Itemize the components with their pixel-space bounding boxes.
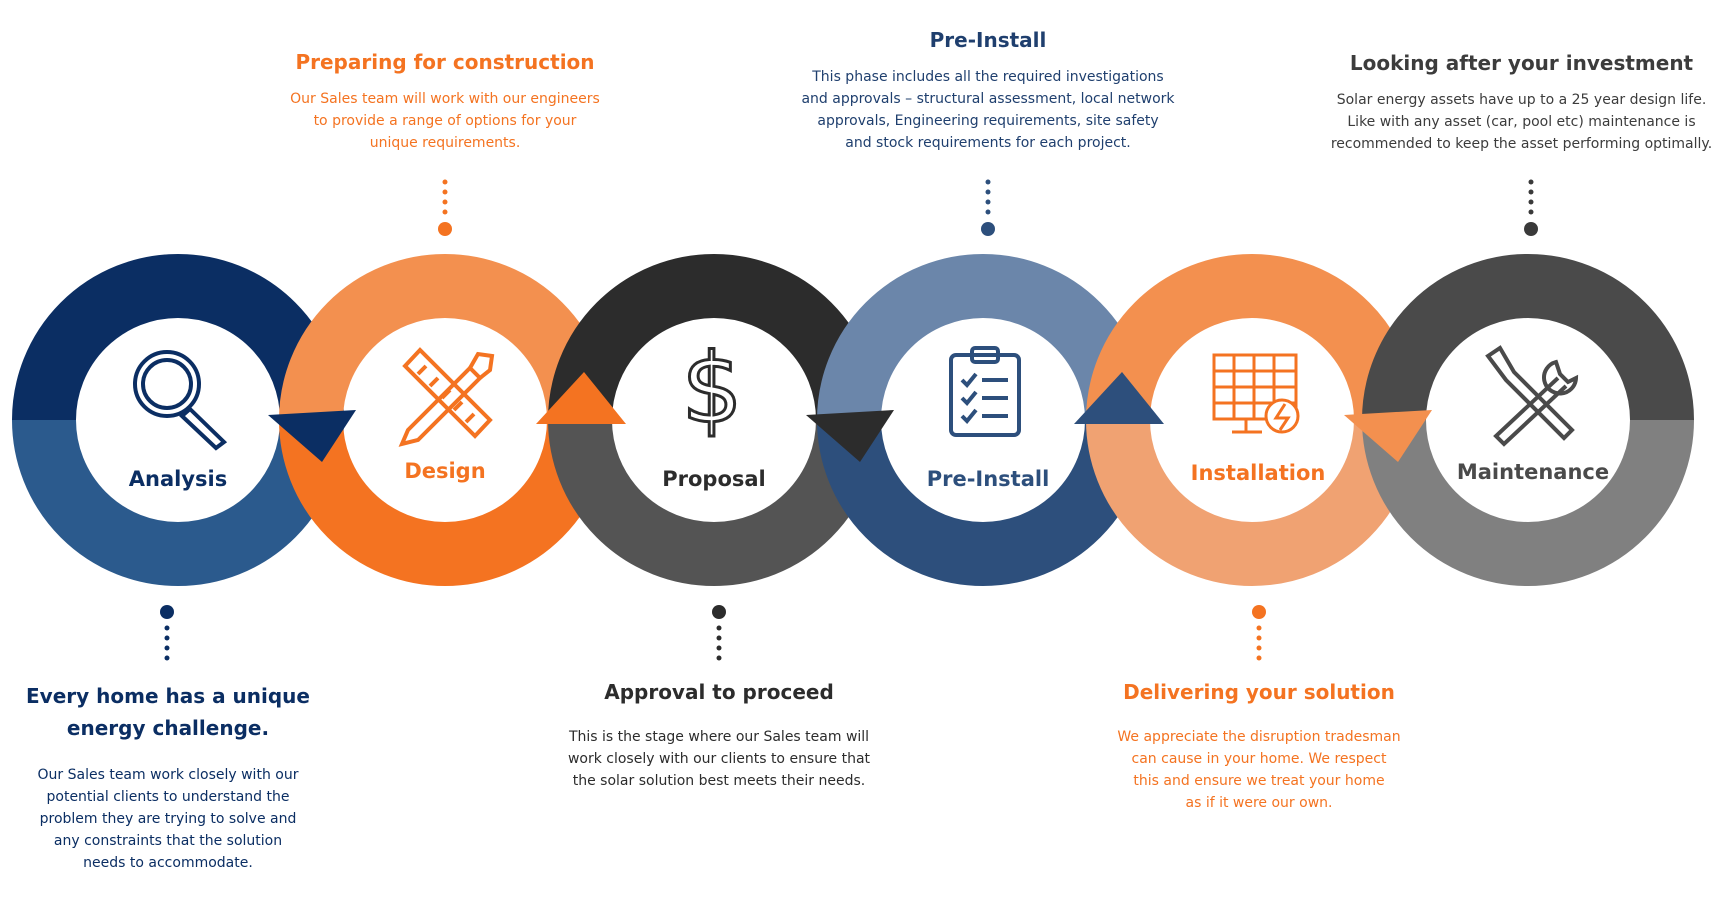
callout-line: can cause in your home. We respect [1131, 751, 1387, 767]
callout-line: recommended to keep the asset performing… [1330, 136, 1713, 152]
callout-line: this and ensure we treat your home [1133, 773, 1385, 789]
callout-installation: Delivering your solution We appreciate t… [1095, 680, 1423, 814]
callout-title-line: energy challenge. [66, 716, 270, 740]
ring-analysis [12, 254, 344, 586]
callout-line: as if it were our own. [1185, 795, 1333, 811]
callout-line: work closely with our clients to ensure … [567, 751, 871, 767]
callout-line: Like with any asset (car, pool etc) main… [1347, 114, 1696, 130]
callout-proposal-title: Approval to proceed [604, 680, 834, 704]
dollar-icon: $ [680, 332, 744, 447]
solar-panel-icon [1212, 353, 1300, 434]
ring-proposal [548, 254, 880, 586]
callout-preinstall-body: This phase includes all the required inv… [770, 66, 1206, 154]
stage-label-installation: Installation [1191, 461, 1326, 485]
callout-line: and approvals – structural assessment, l… [801, 91, 1175, 107]
callout-line: This is the stage where our Sales team w… [568, 729, 870, 745]
callout-analysis-body: Our Sales team work closely with our pot… [10, 764, 326, 874]
callout-analysis: Every home has a unique energy challenge… [10, 680, 326, 874]
clipboard-checklist-icon [949, 346, 1021, 437]
arrow-analysis-design [268, 410, 356, 462]
callout-maintenance-title: Looking after your investment [1349, 51, 1694, 75]
callout-design-body: Our Sales team will work with our engine… [255, 88, 635, 154]
callout-design-title: Preparing for construction [295, 50, 595, 74]
ruler-pencil-icon [398, 347, 495, 447]
callout-line: to provide a range of options for your [313, 113, 577, 129]
callout-line: Our Sales team will work with our engine… [290, 91, 600, 107]
callout-line: needs to accommodate. [83, 855, 253, 871]
stage-label-maintenance: Maintenance [1457, 460, 1609, 484]
stage-label-proposal: Proposal [662, 467, 766, 491]
callout-proposal: Approval to proceed This is the stage wh… [545, 680, 893, 792]
callout-preinstall: Pre-Install This phase includes all the … [770, 28, 1206, 154]
callout-analysis-title: Every home has a unique energy challenge… [10, 680, 326, 744]
callout-line: We appreciate the disruption tradesman [1117, 729, 1401, 745]
callout-line: approvals, Engineering requirements, sit… [817, 113, 1159, 129]
callout-installation-title: Delivering your solution [1123, 680, 1395, 704]
connector-installation [1252, 605, 1266, 661]
connector-design [438, 179, 452, 236]
callout-line: problem they are trying to solve and [39, 811, 297, 827]
ring-preinstall [817, 254, 1149, 586]
connector-maintenance [1524, 179, 1538, 236]
arrow-proposal-preinstall [806, 410, 894, 462]
connector-preinstall [981, 179, 995, 236]
callout-line: Solar energy assets have up to a 25 year… [1336, 92, 1707, 108]
ring-installation [1086, 254, 1418, 586]
callout-line: potential clients to understand the [46, 789, 290, 805]
callout-line: Our Sales team work closely with our [37, 767, 299, 783]
callout-title-line: Every home has a unique [26, 684, 310, 708]
callout-proposal-body: This is the stage where our Sales team w… [545, 726, 893, 792]
callout-maintenance-body: Solar energy assets have up to a 25 year… [1315, 89, 1728, 155]
callout-line: and stock requirements for each project. [845, 135, 1131, 151]
callout-line: unique requirements. [369, 135, 521, 151]
ring-design [279, 254, 611, 586]
magnifier-icon [133, 350, 228, 451]
callout-line: This phase includes all the required inv… [812, 69, 1164, 85]
stage-label-preinstall: Pre-Install [927, 467, 1050, 491]
stage-label-analysis: Analysis [129, 467, 227, 491]
callout-line: the solar solution best meets their need… [572, 773, 866, 789]
arrow-design-proposal [536, 372, 626, 424]
ring-maintenance [1362, 254, 1694, 586]
callout-preinstall-title: Pre-Install [929, 28, 1047, 52]
svg-text:$: $ [681, 333, 742, 445]
connector-proposal [712, 605, 726, 661]
connector-analysis [160, 605, 174, 661]
callout-line: any constraints that the solution [53, 833, 283, 849]
tools-icon [1485, 345, 1579, 447]
arrow-installation-maintenance [1344, 410, 1432, 462]
callout-design: Preparing for construction Our Sales tea… [255, 50, 635, 154]
callout-installation-body: We appreciate the disruption tradesman c… [1095, 726, 1423, 814]
stage-label-design: Design [404, 459, 485, 483]
arrow-preinstall-installation [1074, 372, 1164, 424]
callout-maintenance: Looking after your investment Solar ener… [1315, 51, 1728, 155]
